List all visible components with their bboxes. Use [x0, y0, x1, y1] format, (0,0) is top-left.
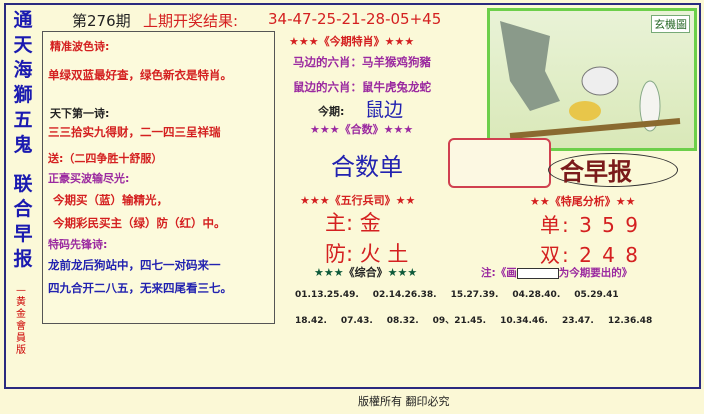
- zonghe-title: ★★★《综合》★★★: [314, 264, 417, 280]
- tail-title-text: 《特尾分析》: [549, 195, 616, 208]
- side-char: 合: [13, 198, 33, 220]
- stars: ★★★: [384, 35, 415, 48]
- issue-number: 第276期: [72, 12, 131, 30]
- poem-title: 天下第一诗:: [50, 107, 110, 120]
- zonghe-title-text: 《综合》: [343, 266, 388, 279]
- tail-shuang: 双: 2 4 8: [540, 243, 640, 267]
- answer-box: [448, 138, 551, 188]
- special-title-text: 《今期特肖》: [318, 35, 385, 48]
- puzzle-picture: 玄機圖: [487, 8, 697, 151]
- today-value: 鼠边: [365, 99, 404, 121]
- today-label: 今期:: [318, 105, 345, 118]
- note: 注:《画 为今期要出的》: [481, 265, 632, 280]
- numbers-row-2: 18.42. 07.43. 08.32. 09、21.45. 10.34.46. 23.4…: [295, 313, 652, 326]
- number-group: 07.43.: [340, 316, 373, 326]
- stars: ★★★: [300, 194, 330, 207]
- number-group: 01.13.25.49.: [295, 290, 359, 300]
- wuxing-title-text: 《五行兵司》: [329, 194, 396, 207]
- numbers-row-1: 01.13.25.49. 02.14.26.38. 15.27.39. 04.28.4…: [295, 290, 619, 300]
- side-char: 天: [13, 34, 33, 56]
- poem-line: 龙前龙后狗站中，四七一对码来一: [48, 258, 221, 272]
- rat-six: 鼠边的六肖：鼠牛虎兔龙蛇: [293, 80, 431, 94]
- number-group: 23.47.: [561, 316, 594, 326]
- stars: ★★★: [314, 266, 344, 279]
- note-box: [516, 267, 559, 279]
- side-char: 鬼: [13, 134, 33, 156]
- stars: ★★★: [289, 35, 319, 48]
- number-group: 05.29.41: [574, 290, 619, 300]
- poem-line: 今期买（蓝）输精光，: [53, 193, 168, 207]
- heshu-title: ★★★《合数》★★★: [310, 121, 413, 137]
- side-char: 五: [13, 109, 33, 131]
- side-char: 獅: [13, 84, 33, 106]
- wuxing-title: ★★★《五行兵司》★★: [300, 194, 416, 207]
- poem-box: [42, 31, 275, 324]
- side-char: 通: [13, 9, 33, 31]
- wuxing-fang: 防: 火 土: [325, 242, 409, 266]
- poem-line: 单绿双蓝最好查，绿色新衣是特肖。: [48, 68, 232, 82]
- number-group: 04.28.40.: [512, 290, 561, 300]
- side-char: 海: [13, 59, 33, 81]
- poem-line: 三三拾实九得财，二一四三呈祥瑞: [48, 125, 221, 139]
- number-group: 10.34.46.: [500, 316, 548, 326]
- poem-title: 特码先锋诗:: [48, 238, 108, 251]
- heshu-title-text: 《合数》: [339, 123, 384, 136]
- tail-title: ★★《特尾分析》★★: [530, 195, 636, 208]
- brand-title: 合早报: [560, 158, 632, 186]
- stars: ★★★: [383, 123, 414, 136]
- rabbit-illustration: [500, 21, 681, 139]
- side-char: 早: [13, 223, 33, 245]
- number-group: 15.27.39.: [450, 290, 499, 300]
- note-suffix: 为今期要出的》: [558, 267, 633, 279]
- last-result: 34-47-25-21-28-05+45: [268, 10, 442, 28]
- heshu-value: 合数单: [331, 153, 403, 181]
- footer-copyright: 版權所有 翻印必究: [358, 395, 450, 408]
- stars: ★★★: [387, 266, 418, 279]
- side-char: 报: [13, 248, 33, 270]
- poem-line: 今期彩民买主（绿）防（红）中。: [53, 216, 226, 230]
- special-title: ★★★《今期特肖》★★★: [289, 33, 414, 49]
- poem-title: 精准波色诗:: [50, 40, 110, 53]
- tail-dan: 单: 3 5 9: [540, 213, 640, 237]
- number-group: 09、21.45.: [432, 316, 487, 326]
- picture-logo: 玄機圖: [651, 15, 690, 33]
- horse-six: 马边的六肖：马羊猴鸡狗豬: [293, 55, 431, 69]
- wuxing-main: 主: 金: [325, 211, 381, 235]
- stars: ★★★: [310, 123, 340, 136]
- number-group: 08.32.: [386, 316, 419, 326]
- side-char: 联: [13, 173, 33, 195]
- poem-title: 正豪买波输尽光:: [48, 172, 130, 185]
- number-group: 02.14.26.38.: [372, 290, 437, 300]
- note-prefix: 注:《画: [481, 267, 517, 279]
- brand-ellipse: [548, 153, 678, 187]
- poem-line: 送:（二四争胜十舒服）: [48, 152, 163, 165]
- number-group: 18.42.: [295, 316, 327, 326]
- side-title: 通 天 海 獅 五 鬼 联 合 早 报: [10, 8, 36, 272]
- poem-line: 四九合开二八五，无来四尾看三七。: [48, 281, 232, 295]
- last-result-label: 上期开奖结果:: [143, 12, 239, 30]
- number-group: 12.36.48: [607, 316, 653, 326]
- side-subtitle: —黄金會員版: [16, 285, 26, 356]
